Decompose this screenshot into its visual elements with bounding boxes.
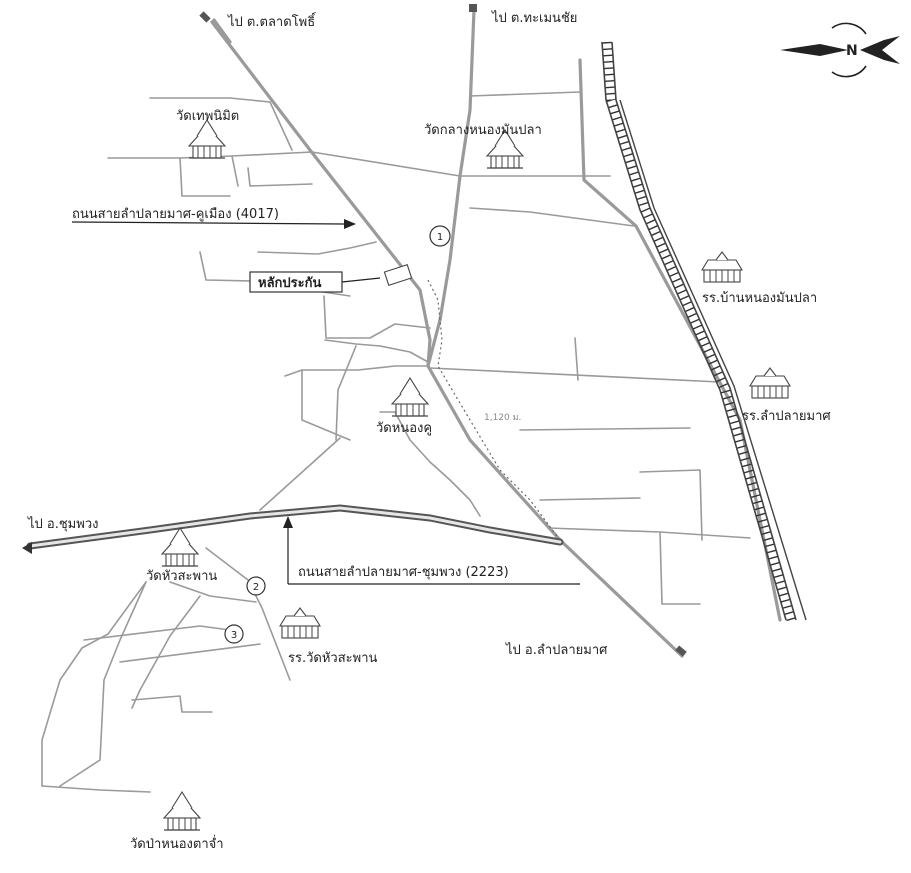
svg-text:3: 3 [231,630,237,641]
school-wat-hua-saphan-label: รร.วัดหัวสะพาน [288,651,377,666]
marker-2: 2 [246,576,266,596]
distance-label: 1,120 ม. [484,413,521,423]
railway [601,41,807,622]
temple-icon [188,119,226,159]
marker-1: 1 [429,225,451,247]
lak-prakan-label: หลักประกัน [258,276,321,291]
road-2223-label: ถนนสายลำปลายมาศ-ชุมพวง (2223) [298,565,509,580]
lak-prakan-box: หลักประกัน [249,271,381,293]
temple-icon [161,527,199,567]
svg-text:1: 1 [437,232,443,243]
to-lamplaimat-label: ไป อ.ลำปลายมาศ [505,642,608,658]
main-roads [210,8,782,658]
temple-icon [163,791,201,831]
school-nong-man-pla-label: รร.บ้านหนองมันปลา [702,291,817,306]
building-icon [383,263,413,287]
highway-2223 [26,504,564,550]
school-icon [279,607,321,639]
compass-icon: N [780,22,900,78]
road-end-markers [22,4,687,657]
to-talad-pho-label: ไป ต.ตลาดโพธิ์ [227,12,317,30]
to-chum-puang-label: ไป อ.ชุมพวง [27,516,98,532]
wat-nong-ku-label: วัดหนองคู [376,421,432,436]
school-icon [749,367,791,399]
school-lamplaimat-label: รร.ลำปลายมาศ [742,409,831,424]
route-path [427,279,561,541]
temple-icon [391,377,429,417]
compass-letter: N [846,43,858,59]
wat-pa-nong-ta-cham-label: วัดป่าหนองตาจ่ำ [130,835,224,852]
school-icon [701,251,743,283]
svg-text:2: 2 [253,582,259,593]
road-4017-arrow [71,219,356,229]
wat-thep-nimit-label: วัดเทพนิมิต [176,109,239,124]
road-2223-arrow [283,516,580,585]
wat-hua-saphan-label: วัดหัวสะพาน [146,569,217,584]
to-thame-chai-label: ไป ต.ทะเมนชัย [491,10,577,26]
marker-3: 3 [224,624,244,644]
wat-klang-nong-man-pla-label: วัดกลางหนองมันปลา [424,123,542,138]
road-4017-label: ถนนสายลำปลายมาศ-คูเมือง (4017) [72,206,279,222]
